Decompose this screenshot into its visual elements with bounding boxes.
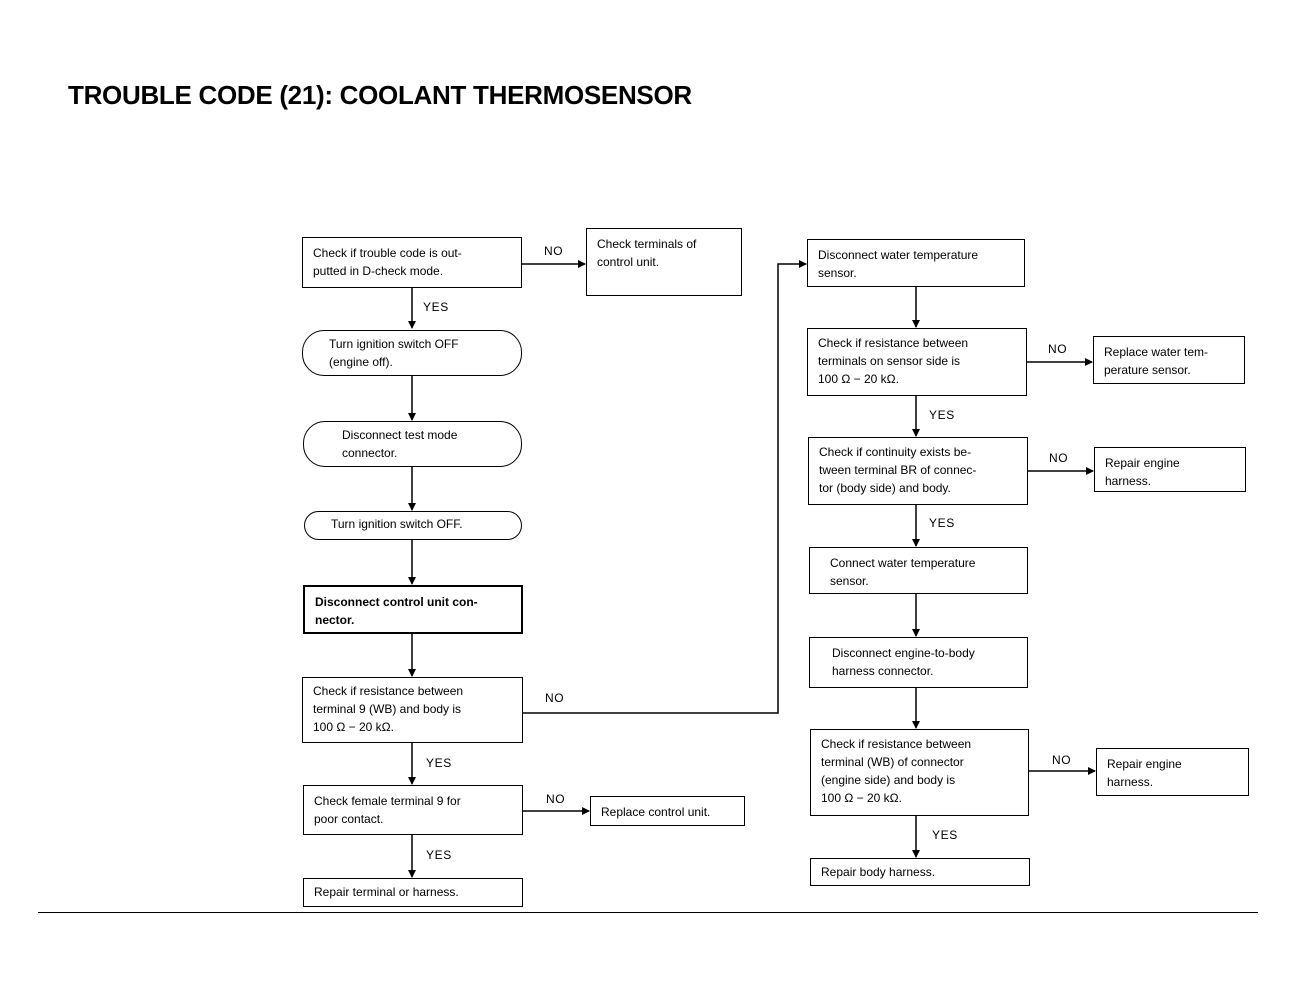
arrow-resistance-no [523, 260, 807, 714]
repair-engine-harness-1-box: Repair engine harness. [1094, 447, 1246, 492]
box-text: Check terminals of control unit. [597, 237, 697, 269]
box-text: Repair engine harness. [1107, 757, 1182, 789]
repair-engine-harness-2-box: Repair engine harness. [1096, 748, 1249, 796]
replace-water-sensor-box: Replace water tem- perature sensor. [1093, 336, 1245, 384]
yes-label-female-terminal: YES [426, 848, 452, 862]
check-terminals-box: Check terminals of control unit. [586, 228, 742, 296]
box-text: Check if resistance between terminal (WB… [821, 737, 972, 805]
disconnect-water-sensor-box: Disconnect water temperature sensor. [807, 239, 1025, 287]
no-label-resistance-connector: NO [1052, 753, 1072, 767]
box-text: Replace water tem- perature sensor. [1104, 345, 1209, 377]
box-text: Connect water temperature sensor. [830, 556, 976, 588]
box-text: Replace control unit. [601, 805, 711, 819]
yes-label-resistance-connector: YES [932, 828, 958, 842]
yes-label-continuity: YES [929, 516, 955, 530]
ignition-off-engine-box: Turn ignition switch OFF (engine off). [302, 330, 522, 376]
box-text: Check if resistance between terminals on… [818, 336, 969, 386]
box-text: Check female terminal 9 for poor contact… [314, 794, 461, 826]
disconnect-test-mode-box: Disconnect test mode connector. [303, 421, 522, 467]
check-resistance-sensor-box: Check if resistance between terminals on… [807, 328, 1027, 396]
page-title: TROUBLE CODE (21): COOLANT THERMOSENSOR [68, 80, 692, 110]
repair-body-harness-box: Repair body harness. [810, 858, 1030, 886]
yes-label-resistance-sensor: YES [929, 408, 955, 422]
check-resistance-connector-box: Check if resistance between terminal (WB… [810, 729, 1029, 816]
disconnect-harness-connector-box: Disconnect engine-to-body harness connec… [809, 637, 1028, 688]
box-text: Disconnect control unit con- nector. [315, 595, 478, 627]
replace-control-unit-box: Replace control unit. [590, 796, 745, 826]
box-text: Check if continuity exists be- tween ter… [819, 445, 977, 495]
box-text: Turn ignition switch OFF (engine off). [329, 337, 459, 369]
box-text: Repair body harness. [821, 865, 936, 879]
check-resistance-terminal9-box: Check if resistance between terminal 9 (… [302, 677, 523, 743]
box-text: Check if resistance between terminal 9 (… [313, 684, 464, 734]
box-text: Turn ignition switch OFF. [331, 517, 463, 531]
repair-terminal-box: Repair terminal or harness. [303, 878, 523, 907]
yes-label-resistance-terminal9: YES [426, 756, 452, 770]
no-label-resistance-sensor: NO [1048, 342, 1068, 356]
yes-label-code: YES [423, 300, 449, 314]
no-label-continuity: NO [1049, 451, 1069, 465]
bottom-rule [38, 912, 1258, 913]
box-text: Disconnect water temperature sensor. [818, 248, 979, 280]
no-label-code: NO [544, 244, 564, 258]
box-text: Repair engine harness. [1105, 456, 1180, 488]
box-text: Repair terminal or harness. [314, 885, 459, 899]
box-text: Disconnect engine-to-body harness connec… [832, 646, 975, 678]
box-text: Check if trouble code is out- putted in … [313, 246, 462, 278]
check-continuity-box: Check if continuity exists be- tween ter… [808, 437, 1028, 505]
disconnect-control-unit-box: Disconnect control unit con- nector. [303, 585, 523, 634]
connect-water-sensor-box: Connect water temperature sensor. [809, 547, 1028, 594]
no-label-female-terminal: NO [546, 792, 566, 806]
check-trouble-code-box: Check if trouble code is out- putted in … [302, 237, 522, 288]
ignition-off-box: Turn ignition switch OFF. [304, 511, 522, 540]
check-female-terminal-box: Check female terminal 9 for poor contact… [303, 785, 523, 835]
box-text: Disconnect test mode connector. [342, 428, 458, 460]
no-label-resistance-terminal9: NO [545, 691, 565, 705]
